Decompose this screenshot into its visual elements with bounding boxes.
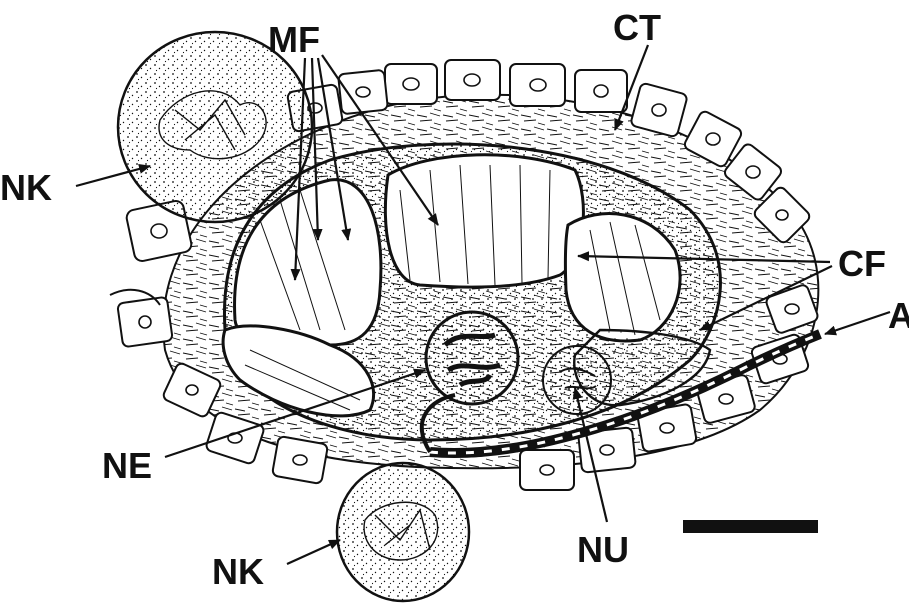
nucleus-ne <box>426 312 518 404</box>
nk-cell-top <box>118 32 312 222</box>
label-nk-top: NK <box>0 167 52 208</box>
label-nu: NU <box>577 529 629 570</box>
label-ne: NE <box>102 445 152 486</box>
label-ct: CT <box>613 7 661 48</box>
nucleolus-nu <box>543 346 611 414</box>
label-nk-bottom: NK <box>212 551 264 592</box>
scale-bar <box>683 520 818 533</box>
label-cf: CF <box>838 243 886 284</box>
nk-cell-bottom <box>337 463 469 601</box>
label-a: A <box>888 295 909 336</box>
label-mf: MF <box>268 19 320 60</box>
